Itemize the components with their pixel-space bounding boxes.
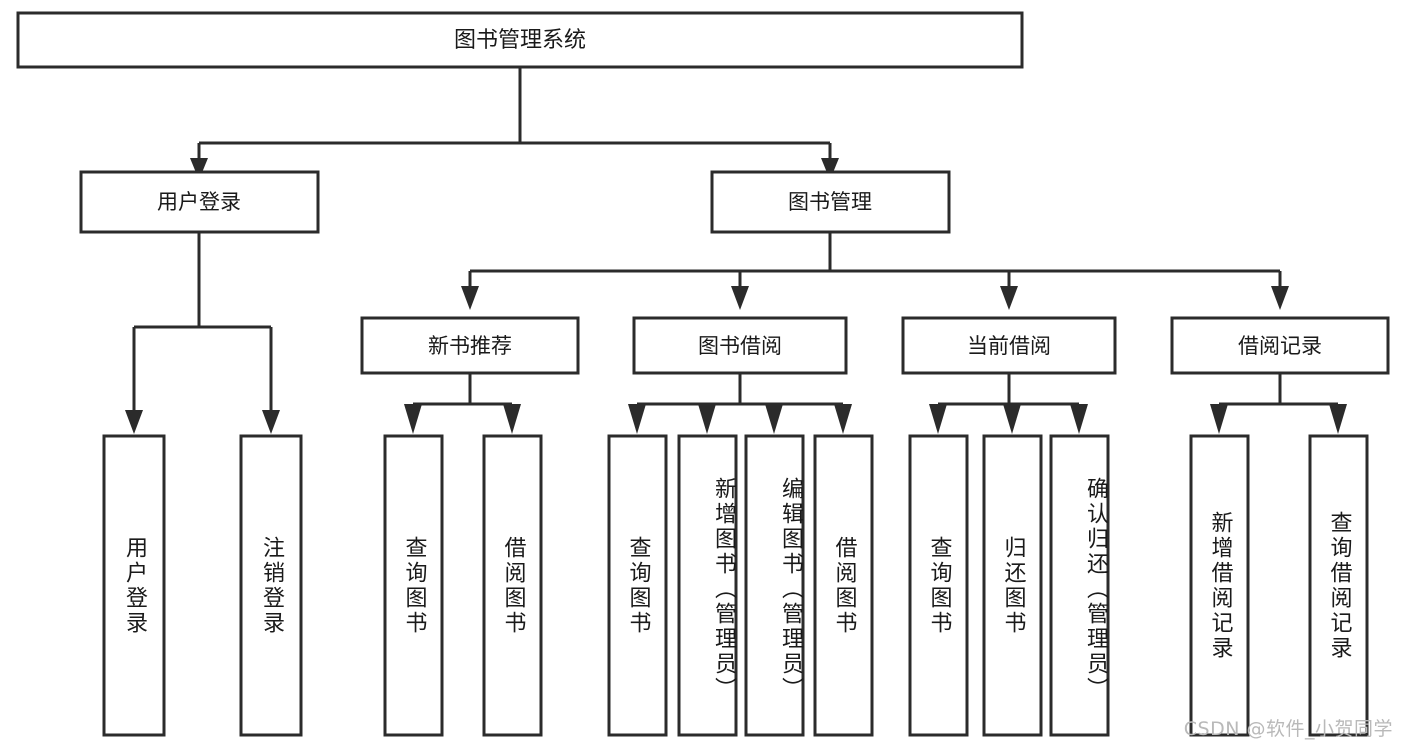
node-new-book-recommend-label: 新书推荐 xyxy=(428,334,512,358)
arrow-newbook-to-leaf-1 xyxy=(404,404,422,434)
edge-newbook-bus xyxy=(411,373,514,414)
leaf-box-confirm-return-admin[interactable] xyxy=(1049,434,1110,737)
node-current-borrow-label: 当前借阅 xyxy=(967,334,1051,358)
arrow-newbook-to-leaf-2 xyxy=(503,404,521,434)
arrow-root-to-book-manage xyxy=(821,158,839,180)
node-borrow-record[interactable]: 借阅记录 xyxy=(1170,316,1390,375)
node-book-borrow[interactable]: 图书借阅 xyxy=(632,316,848,375)
node-book-borrow-label: 图书借阅 xyxy=(698,334,782,358)
arrow-userlogin-to-leaf-1 xyxy=(125,410,143,434)
edge-record-bus xyxy=(1217,373,1340,414)
node-root-box[interactable] xyxy=(16,11,1024,69)
leaf-box-add-book-admin[interactable] xyxy=(677,434,738,737)
leaf-box-add-borrow-record[interactable] xyxy=(1189,434,1250,737)
edge-root-bus xyxy=(197,67,832,162)
leaf-box-borrow-book[interactable] xyxy=(813,434,874,737)
node-current-borrow-box[interactable] xyxy=(901,316,1117,375)
watermark-text: CSDN @软件_小贺同学 xyxy=(1183,718,1393,740)
leaf-box-layer xyxy=(102,434,1369,737)
edge-userlogin-bus xyxy=(132,232,273,414)
arrow-bookmanage-to-record xyxy=(1271,286,1289,310)
leaf-box-borrow-book-new[interactable] xyxy=(482,434,543,737)
arrow-borrow-to-leaf-4 xyxy=(834,404,852,434)
node-user-login-label: 用户登录 xyxy=(157,190,241,214)
node-book-management-label: 图书管理 xyxy=(788,190,872,214)
arrow-bookmanage-to-newbook xyxy=(461,286,479,310)
node-current-borrow[interactable]: 当前借阅 xyxy=(901,316,1117,375)
arrow-borrow-to-leaf-2 xyxy=(698,404,716,434)
arrow-borrow-to-leaf-3 xyxy=(765,404,783,434)
node-user-login[interactable]: 用户登录 xyxy=(79,170,320,234)
leaf-box-return-book[interactable] xyxy=(982,434,1043,737)
leaf-box-query-book-current[interactable] xyxy=(908,434,969,737)
arrow-userlogin-to-leaf-2 xyxy=(262,410,280,434)
arrow-current-to-leaf-1 xyxy=(929,404,947,434)
arrow-bookmanage-to-borrow xyxy=(731,286,749,310)
leaf-box-user-login[interactable] xyxy=(102,434,166,737)
leaf-box-edit-book-admin[interactable] xyxy=(744,434,805,737)
node-new-book-recommend[interactable]: 新书推荐 xyxy=(360,316,580,375)
node-root-label: 图书管理系统 xyxy=(454,28,586,53)
leaf-box-logout[interactable] xyxy=(239,434,303,737)
arrow-record-to-leaf-2 xyxy=(1329,404,1347,434)
arrow-borrow-to-leaf-1 xyxy=(628,404,646,434)
node-book-management-box[interactable] xyxy=(710,170,951,234)
arrow-root-to-user-login xyxy=(190,158,208,180)
node-book-borrow-box[interactable] xyxy=(632,316,848,375)
node-borrow-record-label: 借阅记录 xyxy=(1238,334,1322,358)
node-book-management[interactable]: 图书管理 xyxy=(710,170,951,234)
leaf-box-query-book-borrow[interactable] xyxy=(607,434,668,737)
node-root-book-management-system[interactable]: 图书管理系统 xyxy=(16,11,1024,69)
connector-layer xyxy=(125,67,1347,434)
node-borrow-record-box[interactable] xyxy=(1170,316,1390,375)
arrow-current-to-leaf-3 xyxy=(1070,404,1088,434)
node-new-book-recommend-box[interactable] xyxy=(360,316,580,375)
leaf-box-query-borrow-record[interactable] xyxy=(1308,434,1369,737)
arrow-current-to-leaf-2 xyxy=(1003,404,1021,434)
edge-bookmanage-bus xyxy=(468,232,1282,290)
arrow-bookmanage-to-current xyxy=(1000,286,1018,310)
node-user-login-box[interactable] xyxy=(79,170,320,234)
arrow-record-to-leaf-1 xyxy=(1210,404,1228,434)
leaf-box-query-book-new[interactable] xyxy=(383,434,444,737)
edge-borrow-bus xyxy=(635,373,845,414)
